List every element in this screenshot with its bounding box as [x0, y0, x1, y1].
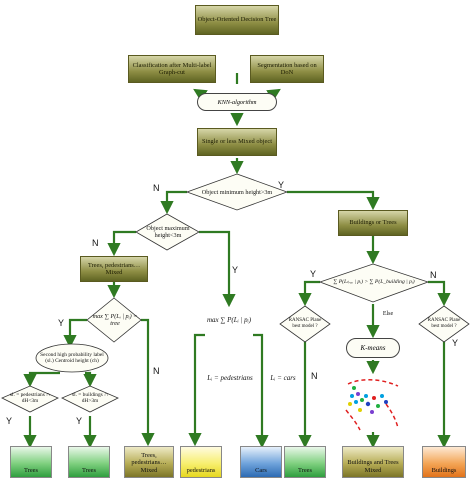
- sl-ped-diamond: [1, 385, 59, 413]
- branch-y4: Y: [310, 269, 317, 279]
- ransac-left-text: RANSAC Plane best model ?: [288, 318, 322, 329]
- max-height-text: Object maximum height<3m: [146, 225, 190, 239]
- min-height-diamond: [185, 173, 289, 211]
- leaf-trees-ped-mixed: Trees, pedestrians… Mixed: [124, 446, 174, 478]
- sl-build-text: sl. = buildings ∩ dH>3m: [72, 391, 108, 404]
- leaf-trees-3: Trees: [284, 446, 326, 478]
- leaf-pedestrians: pedestrians: [180, 446, 222, 478]
- branch-n3: N: [153, 366, 160, 376]
- branch-n1: N: [153, 183, 160, 193]
- kmeans-node: K-means: [346, 338, 400, 358]
- second-prob-oval: [35, 343, 109, 373]
- li-cars-text: Lᵢ = cars: [270, 374, 296, 382]
- leaf-trees-2: Trees: [68, 446, 110, 478]
- branch-y5: Y: [6, 416, 13, 426]
- branch-n2: N: [92, 238, 99, 248]
- branch-y1: Y: [278, 180, 285, 190]
- sl-ped-text: sl. = pedestrians ∩ dH<3m: [9, 391, 51, 404]
- knn-algorithm-node: KNN-algorithm: [197, 93, 277, 111]
- branch-y2: Y: [232, 265, 239, 275]
- li-pedestrians-text: Lᵢ = pedestrians: [207, 374, 253, 382]
- max-p-text: max ∑ P(Lᵢ | pᵢ): [206, 316, 252, 324]
- leaf-cars: Cars: [240, 446, 282, 478]
- segmentation-node: Segmentation based on DoN: [250, 55, 324, 83]
- classification-node: Classification after Multi-label Graph-c…: [128, 55, 216, 83]
- ratio-diamond: [318, 263, 430, 303]
- ransac-left-diamond: [279, 305, 331, 343]
- ratio-cond-text: ∑ P(Lₜᵣₑₑ | pᵢ) > ∑ P(L_building | pᵢ): [333, 278, 415, 285]
- second-prob-text: Second high probability label (sl.) Cent…: [40, 351, 104, 364]
- single-mixed-node: Single or less Mixed object: [197, 128, 277, 156]
- leaf-buildings-trees-mixed: Buildings and Trees Mixed: [342, 446, 404, 478]
- branch-y6: Y: [76, 416, 83, 426]
- branch-y7: Y: [452, 338, 459, 348]
- tree-cond-text: max ∑ P(Lᵢ | pᵢ) = tree: [92, 313, 138, 327]
- else-label: Else: [382, 311, 394, 317]
- branch-n4: N: [430, 270, 437, 280]
- branch-n5: N: [311, 371, 318, 381]
- kmeans-scatter-image: [343, 374, 403, 431]
- min-height-text: Object minimum height>3m: [201, 188, 273, 196]
- max-height-diamond: [135, 213, 200, 251]
- root-node: Object-Oriented Decision Tree: [195, 5, 279, 35]
- leaf-trees-1: Trees: [10, 446, 52, 478]
- branch-y3: Y: [58, 318, 65, 328]
- trees-ped-mixed-node: Trees, pedestrians… Mixed: [80, 256, 148, 282]
- leaf-buildings: Buildings: [422, 446, 466, 478]
- ransac-right-diamond: [418, 305, 470, 343]
- buildings-trees-node: Buildings or Trees: [338, 210, 408, 236]
- sl-build-diamond: [61, 385, 119, 413]
- ransac-right-text: RANSAC Plane best model ?: [427, 318, 461, 329]
- tree-cond-diamond: [86, 297, 142, 343]
